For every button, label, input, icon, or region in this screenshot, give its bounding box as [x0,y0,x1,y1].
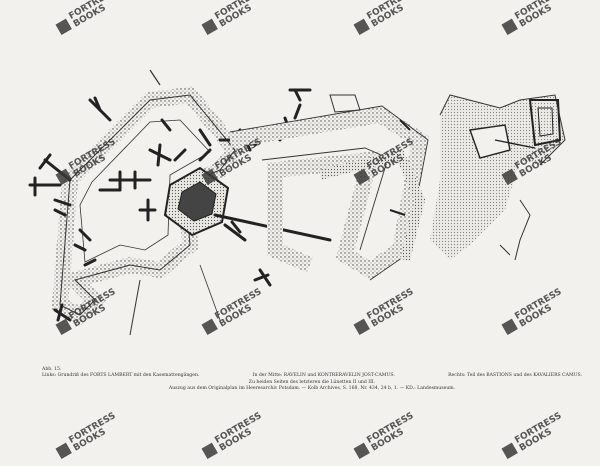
bastion-kavalier-camus [430,94,566,261]
caption-right: Rechts: Teil des BASTIONS und des KAVALI… [448,373,582,379]
figure-caption: Abb. 15. Links: Grundriß des FORTS LAMBE… [42,367,582,393]
caption-left: Links: Grundriß des FORTS LAMBERT mit de… [42,373,200,379]
caption-source: Auszug aus dem Originalplan im Heeresarc… [168,386,456,392]
caption-middle: In der Mitte: RAVELIN und KONTRERAVELIN … [252,373,395,379]
ravelin-jost-camus [228,94,429,281]
caption-main-row: Links: Grundriß des FORTS LAMBERT mit de… [42,373,582,379]
caption-line-3: Zu beiden Seiten des letzteren die Lünet… [248,379,376,385]
figure-number: Abb. 15. [42,367,62,372]
